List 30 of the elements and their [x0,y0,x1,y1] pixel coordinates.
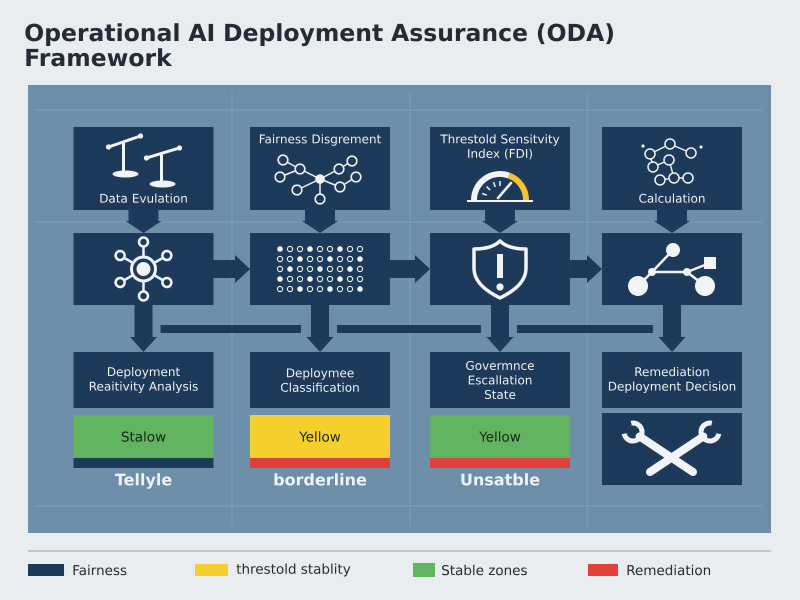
block-arrow [306,305,334,352]
process-box: Fairness Disgrement [250,127,390,210]
process-box: Threstold Sensitvity Index (FDI) [430,127,570,210]
status-label: Unsatble [461,473,540,486]
block-arrow [390,255,430,283]
status-label: Tellyle [114,473,172,489]
block-arrow [214,255,250,283]
legend-label: Remediation [628,564,710,576]
process-box: Govermnce Escallation State [430,352,570,408]
legend-label: Stable zones [442,564,527,576]
block-arrow [486,305,514,352]
status-box: Yellow [430,415,570,468]
status-label: borderline [274,473,366,486]
process-box: Data Evulation [74,127,214,210]
block-arrow [654,210,690,233]
block-arrow [126,210,162,233]
block-arrow [570,255,602,283]
title: Operational AI Deployment Assurance (ODA) Framework [25,23,613,66]
status-box: Stalow [74,415,214,468]
process-box: Deploymee Classification [250,352,390,408]
legend-label: Fairness [74,564,126,576]
process-box: Remediation Deployment Decision [602,352,742,408]
process-box: Deployment Reaitivity Analysis [74,352,214,408]
block-arrow [130,305,157,352]
block-arrow [482,210,518,233]
block-arrow [658,305,686,352]
process-box: Calculation [602,127,742,210]
block-arrow [302,210,338,233]
status-box: Yellow [250,415,390,468]
legend-label: threstold stablity [236,563,350,577]
